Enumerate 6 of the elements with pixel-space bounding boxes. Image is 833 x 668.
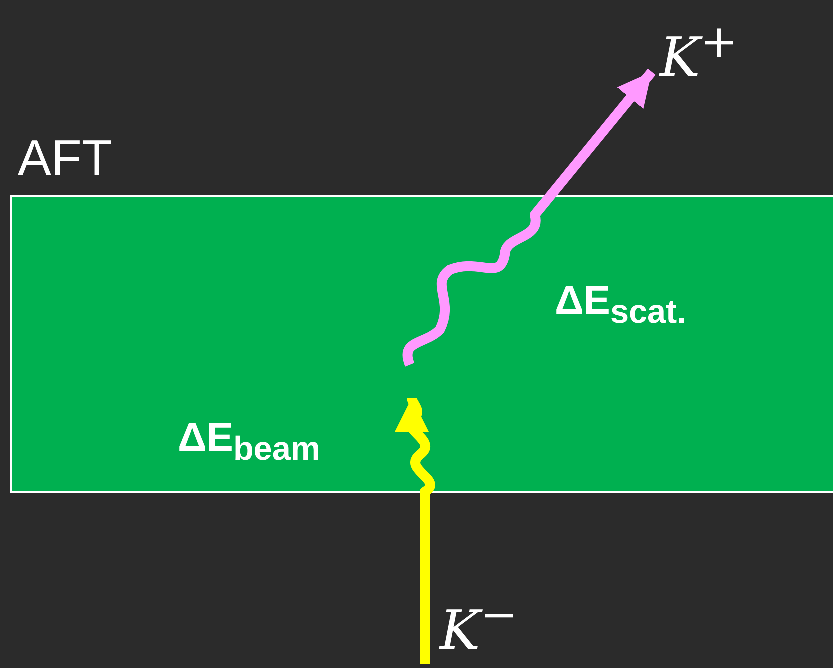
particle-label: K$^{+}$ (660, 12, 738, 88)
energy-loss-label: ΔE$_{beam}$ (178, 415, 321, 470)
particle-label: K$^{−}$ (440, 585, 518, 661)
energy-loss-label: ΔE$_{scat.}$ (555, 278, 686, 333)
detector-name: AFT (18, 130, 112, 186)
particle-track-arrow (402, 68, 656, 367)
